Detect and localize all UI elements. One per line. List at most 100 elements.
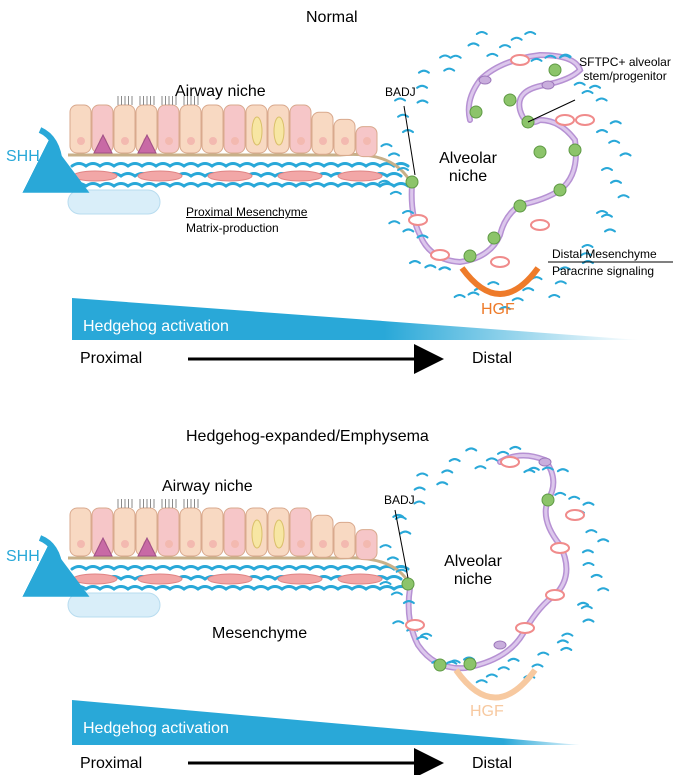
at2-cell xyxy=(503,93,517,107)
mesenchymal-streak xyxy=(527,466,540,471)
alveolar-mesenchyme-streaks xyxy=(379,445,610,684)
mesenchymal-streak xyxy=(322,565,340,571)
mesenchymal-streak xyxy=(294,565,312,571)
mesenchymal-streak xyxy=(416,635,429,640)
alveolar-niche-line1: Alveolar xyxy=(444,553,502,570)
airway-lumen xyxy=(67,189,161,215)
mesenchymal-streak xyxy=(385,172,403,178)
mesenchymal-streak xyxy=(388,152,401,157)
fibroblast xyxy=(277,573,323,585)
mesenchymal-streak xyxy=(395,568,408,573)
cell-nucleus xyxy=(297,137,305,145)
mesenchymal-streak xyxy=(558,266,571,271)
panel-title: Hedgehog-expanded/Emphysema xyxy=(186,428,429,445)
mesenchymal-streak xyxy=(364,565,382,571)
sftpc-line1: SFTPC+ alveolar xyxy=(579,55,671,69)
at1-cell xyxy=(541,80,555,90)
badj-label: BADJ xyxy=(384,493,415,507)
shh-arrow xyxy=(22,535,90,597)
mesenchymal-streak xyxy=(84,585,102,591)
at2-cell xyxy=(548,63,562,77)
fibroblast xyxy=(72,573,118,585)
alveolar-cells xyxy=(405,54,595,268)
mesenchymal-streak xyxy=(441,469,454,474)
mesenchymal-streak xyxy=(589,84,602,89)
mesenchymal-streak xyxy=(238,565,256,571)
mesenchymal-streak xyxy=(70,585,88,591)
epithelial-cell xyxy=(289,104,312,154)
at2-cell xyxy=(463,249,477,263)
cell-nucleus xyxy=(165,137,173,145)
mesenchymal-streak xyxy=(126,585,144,591)
mesenchymal-streak xyxy=(465,447,478,452)
basal-cell xyxy=(137,536,157,557)
airway-epithelium xyxy=(69,499,378,561)
at2-cell xyxy=(513,199,527,213)
mesenchymal-streak xyxy=(603,228,616,233)
mesenchymal-streak xyxy=(322,182,340,188)
airway-niche-label: Airway niche xyxy=(162,478,253,495)
mesenchymal-streak xyxy=(417,69,430,74)
mesenchymal-streak xyxy=(182,565,200,571)
cell-nucleus xyxy=(231,540,239,548)
mesenchymal-streak xyxy=(524,30,537,35)
at2-cell xyxy=(568,143,582,157)
mesenchymal-streak xyxy=(560,646,573,651)
fibroblast xyxy=(137,573,183,585)
mesenchymal-streak xyxy=(392,513,405,518)
alveolar-niche-label: Alveolar niche xyxy=(432,150,504,187)
cell-nucleus xyxy=(341,540,349,548)
proximal-label: Proximal xyxy=(80,350,143,367)
at2-cell xyxy=(401,577,415,591)
mesenchymal-streak xyxy=(511,297,524,302)
mesenchymal-streak xyxy=(556,468,569,473)
cell-nucleus xyxy=(121,137,129,145)
mesenchymal-streak xyxy=(439,266,452,271)
cell-nucleus xyxy=(209,540,217,548)
mesenchymal-streak xyxy=(266,585,284,591)
mesenchymal-streak xyxy=(252,565,270,571)
epithelial-cell xyxy=(311,111,334,155)
shh-label: SHH xyxy=(6,148,40,165)
mesenchymal-streak xyxy=(402,228,415,233)
mesenchymal-streak xyxy=(379,544,392,549)
mesenchymal-streak xyxy=(379,581,392,586)
mesenchymal-streak xyxy=(499,306,511,311)
mesenchymal-streak xyxy=(497,666,510,671)
alveolar-fibroblast xyxy=(405,619,425,631)
fibroblasts xyxy=(72,170,383,182)
mesenchymal-streak xyxy=(322,585,340,591)
mesenchymal-streak xyxy=(280,565,298,571)
mesenchymal-streak xyxy=(416,234,429,239)
mesenchymal-streak xyxy=(401,209,414,214)
mesenchymal-streak xyxy=(388,220,401,225)
at2-cell xyxy=(469,105,483,119)
airway-niche-label: Airway niche xyxy=(175,83,266,100)
cell-nucleus xyxy=(319,137,327,145)
mesenchymal-streak xyxy=(509,445,522,450)
mesenchymal-streak xyxy=(390,591,403,596)
mesenchymal-streak xyxy=(416,84,429,89)
cell-nucleus xyxy=(319,540,327,548)
distal-label: Distal xyxy=(472,350,513,367)
mesenchymal-streak xyxy=(224,565,242,571)
basal-cell xyxy=(93,133,113,154)
cell-nucleus xyxy=(187,540,195,548)
mesenchymal-streak xyxy=(475,30,488,35)
basal-cell xyxy=(137,133,157,154)
alveolar-fibroblast xyxy=(530,219,550,231)
mesenchymal-streak xyxy=(596,129,609,134)
alveolar-fibroblast xyxy=(555,114,575,126)
mesenchymal-streak xyxy=(530,57,543,62)
at2-cell xyxy=(533,145,547,159)
fibroblast xyxy=(337,170,383,182)
mesenchymal-streak xyxy=(70,565,88,571)
alveolar-niche-label: Alveolar niche xyxy=(437,553,509,590)
cell-nucleus xyxy=(77,137,85,145)
alveolar-cells xyxy=(401,456,585,672)
mesenchymal-streak xyxy=(474,465,487,470)
mesenchymal-streak xyxy=(507,657,520,662)
mesenchymal-streak xyxy=(582,501,595,506)
mesenchymal-streak xyxy=(499,44,511,49)
mesenchymal-streak xyxy=(350,182,368,188)
